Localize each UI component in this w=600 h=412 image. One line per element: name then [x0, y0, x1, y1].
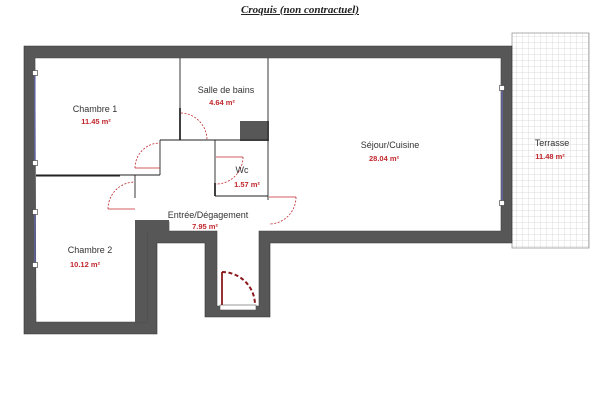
room-name-chambre-1: Chambre 1 — [72, 104, 118, 114]
room-name-wc: Wc — [235, 165, 249, 175]
room-area-salle-de-bains: 4.64 m² — [209, 98, 235, 107]
door-sejour — [268, 196, 297, 225]
room-area-terrasse: 11.48 m² — [535, 152, 565, 161]
plan-title: Croquis (non contractuel) — [241, 4, 359, 16]
doors — [107, 112, 297, 225]
room-area-chambre-2: 10.12 m² — [69, 260, 101, 269]
door-wc — [215, 156, 244, 185]
window-chambre-2 — [32, 209, 38, 268]
wall-block-sdb — [240, 121, 269, 141]
partitions — [36, 58, 269, 200]
wall-block-entree-2 — [135, 220, 147, 322]
door-chambre-2 — [107, 181, 136, 210]
room-name-terrasse: Terrasse — [534, 138, 570, 148]
window-chambre-1 — [32, 70, 38, 166]
room-name-salle-de-bains: Salle de bains — [197, 85, 255, 95]
room-area-wc: 1.57 m² — [234, 180, 260, 189]
door-chambre-1 — [134, 142, 161, 169]
terrasse-area — [511, 32, 590, 249]
room-name-sejour-cuisine: Séjour/Cuisine — [360, 140, 420, 150]
room-name-chambre-2: Chambre 2 — [67, 245, 113, 255]
windows — [32, 70, 505, 268]
window-sejour — [499, 85, 505, 206]
room-area-entree-degagement: 7.95 m² — [192, 222, 218, 231]
room-area-chambre-1: 11.45 m² — [81, 117, 111, 126]
door-sdb — [180, 112, 208, 141]
room-name-entree-degagement: Entrée/Dégagement — [167, 210, 249, 220]
room-area-sejour-cuisine: 28.04 m² — [368, 154, 400, 163]
door-entrance — [219, 271, 257, 311]
